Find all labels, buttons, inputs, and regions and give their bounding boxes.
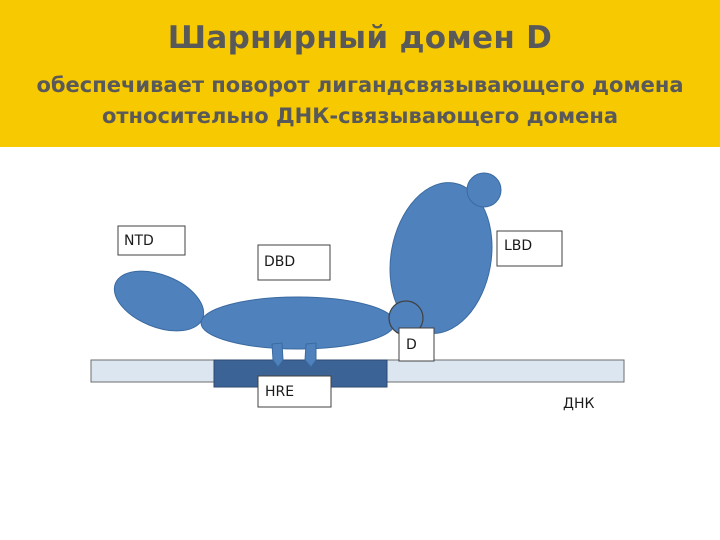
ntd-label-box: NTD [117,225,186,256]
lbd-label-box: LBD [496,230,563,267]
hinge-label: D [406,337,417,353]
hre-label-box: HRE [257,375,332,408]
title-banner [0,0,720,147]
dna-label: ДНК [563,396,594,412]
page-subtitle: обеспечивает поворот лигандсвязывающего … [0,70,720,132]
lbd-ligand [466,172,502,208]
hinge-label-box: D [398,327,435,362]
lbd-label: LBD [504,238,532,254]
page-title: Шарнирный домен D [167,20,553,56]
dbd-label-box: DBD [257,244,331,281]
dbd-contact-left [271,342,284,368]
dbd-contact-right [304,342,317,368]
dbd-label: DBD [264,254,295,270]
ntd-label: NTD [124,233,154,249]
subtitle-line-1: обеспечивает поворот лигандсвязывающего … [36,73,684,97]
subtitle-line-2: относительно ДНК-связывающего домена [101,104,619,128]
dbd-domain [200,296,396,350]
hre-label: HRE [265,384,294,400]
receptor-diagram: NTD DBD LBD D HRE ДНК [90,172,625,412]
ntd-domain [113,270,205,332]
